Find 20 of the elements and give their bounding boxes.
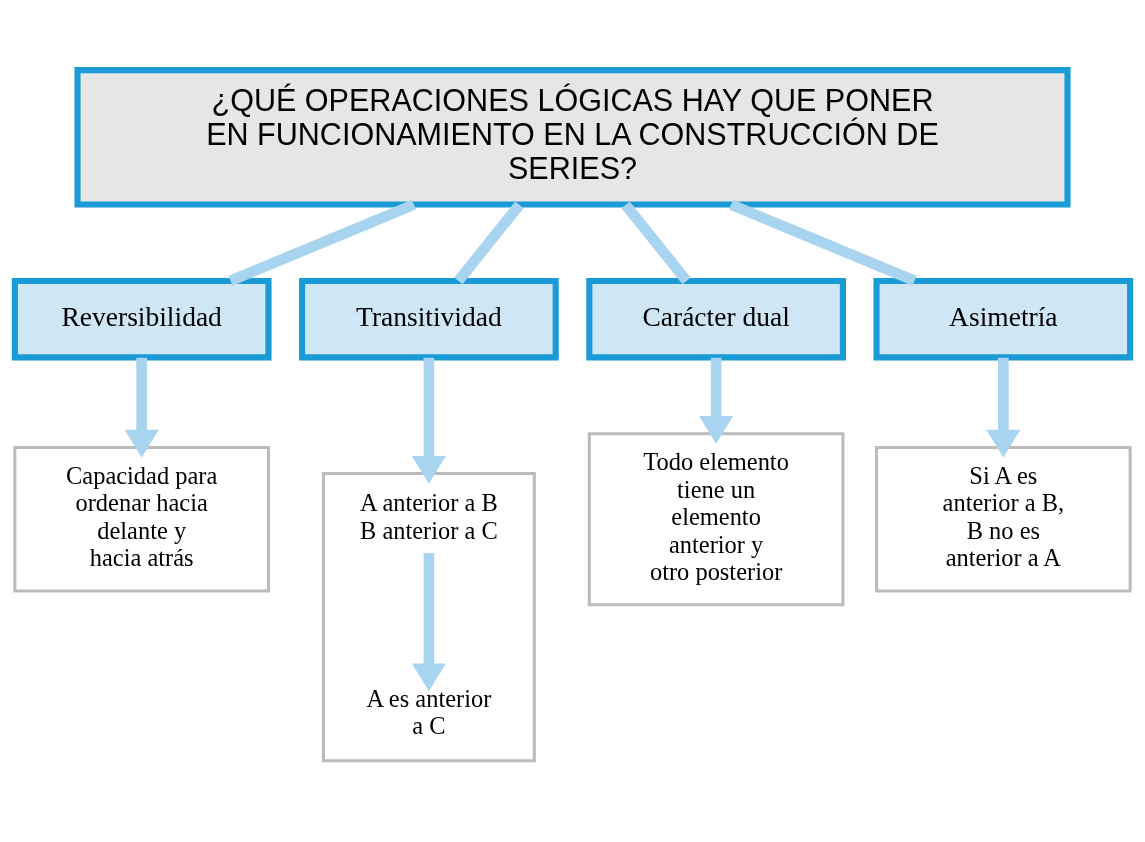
node-box: Carácter dual xyxy=(586,277,846,360)
node-box: Todo elemento tiene un elemento anterior y otro posterior xyxy=(587,431,845,606)
connector xyxy=(621,201,691,284)
connector xyxy=(729,199,917,286)
node-box: Capacidad para ordenar hacia delante y hacia atrás xyxy=(13,445,270,593)
arrow xyxy=(699,357,734,444)
arrow xyxy=(411,357,446,484)
arrow xyxy=(986,357,1021,458)
node-text: A anterior a B B anterior a C xyxy=(360,488,498,544)
node-box: ¿QUÉ OPERACIONES LÓGICAS HAY QUE PONER EN FUNCIONAMIENTO EN LA CONSTRUCCIÓN DE SERIES? xyxy=(74,66,1071,208)
node-box: Asimetría xyxy=(873,277,1134,360)
node-box: Reversibilidad xyxy=(11,277,272,360)
node-box: Transitividad xyxy=(299,277,559,360)
cluster xyxy=(321,471,536,762)
connector xyxy=(228,199,416,286)
node-text: A es anterior a C xyxy=(366,684,492,739)
arrow xyxy=(124,357,159,458)
arrow xyxy=(411,552,446,691)
connector xyxy=(454,201,524,284)
node-box: Si A es anterior a B, B no es anterior a A xyxy=(875,445,1132,593)
